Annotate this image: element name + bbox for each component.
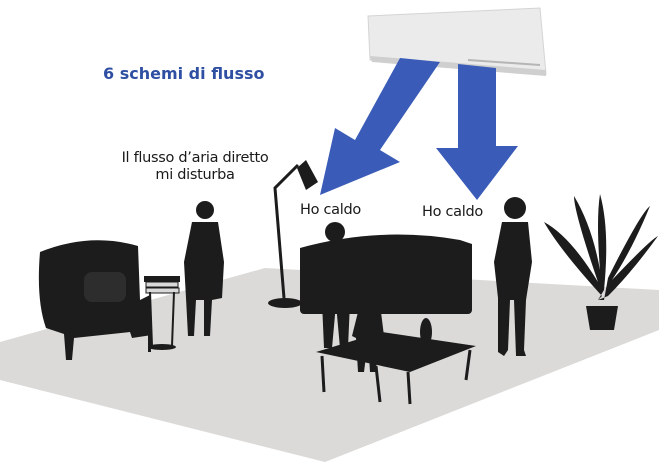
hot-label-left: Ho caldo	[300, 202, 361, 218]
airflow-disturbs-line2: mi disturba	[155, 167, 235, 183]
floor-lamp	[268, 160, 318, 308]
side-table	[144, 276, 180, 350]
page-heading: 6 schemi di flusso	[103, 64, 265, 83]
potted-plant	[544, 194, 658, 330]
coffee-table	[316, 318, 476, 405]
airflow-disturbs-label: Il flusso d’aria diretto mi disturba	[100, 150, 290, 184]
airflow-disturbs-line1: Il flusso d’aria diretto	[121, 150, 269, 166]
person-standing-man	[184, 201, 224, 336]
person-woman-right	[494, 197, 532, 356]
airflow-arrow-icon	[320, 58, 518, 200]
hot-label-right: Ho caldo	[422, 204, 483, 220]
floor	[0, 268, 659, 462]
armchair	[38, 240, 152, 360]
air-conditioner-icon	[367, 7, 547, 76]
